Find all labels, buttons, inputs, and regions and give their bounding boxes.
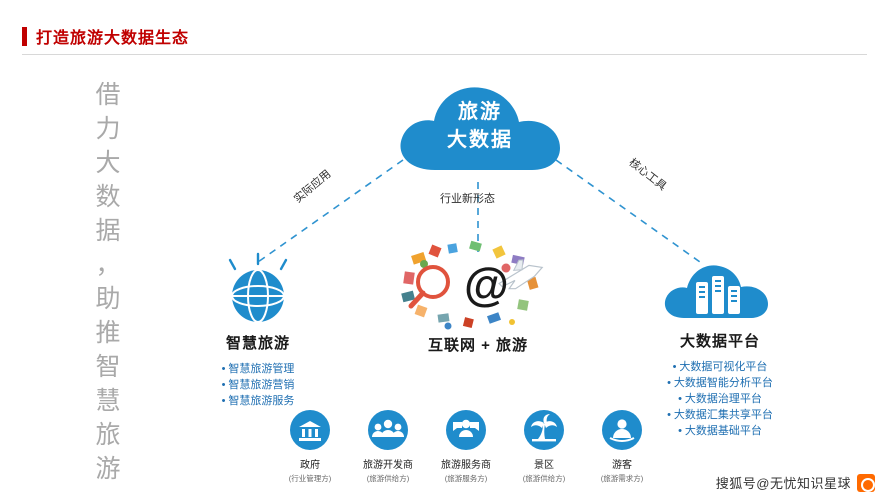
cloud-node: 旅游 大数据 bbox=[390, 72, 570, 180]
bullet-dot: • bbox=[678, 425, 682, 437]
node-title: 智慧旅游 bbox=[225, 335, 290, 352]
side-caption-char: 借 bbox=[95, 81, 121, 109]
watermark-text: 搜狐号@无忧知识星球 bbox=[715, 476, 851, 491]
cloud-label-line2: 大数据 bbox=[447, 129, 513, 151]
role-sub: (旅游供给方) bbox=[366, 474, 410, 483]
node-internet-plus-tourism: @ 互联网 + 旅游 bbox=[378, 238, 578, 355]
svg-text:@: @ bbox=[464, 258, 509, 310]
bullet-item: •大数据智能分析平台 bbox=[620, 375, 820, 391]
bullet-text: 智慧旅游管理 bbox=[228, 363, 295, 375]
bullet-dot: • bbox=[667, 377, 671, 389]
watermark: 搜狐号@无忧知识星球 bbox=[716, 473, 875, 492]
role-name: 游客 bbox=[612, 460, 632, 471]
cloud-label-line1: 旅游 bbox=[458, 101, 502, 123]
header-divider bbox=[22, 54, 867, 55]
role-name: 政府 bbox=[300, 460, 320, 471]
role-item-scenic-area: 景区 (旅游供给方) bbox=[504, 410, 584, 484]
page-title: 打造旅游大数据生态 bbox=[36, 30, 190, 47]
side-caption-char: 游 bbox=[95, 455, 121, 483]
role-sub: (旅游供给方) bbox=[522, 474, 566, 483]
side-caption-char: 据 bbox=[95, 217, 121, 245]
side-caption-char: 推 bbox=[95, 319, 121, 347]
bullet-text: 智慧旅游服务 bbox=[228, 395, 295, 407]
connector-label-left: 实际应用 bbox=[291, 168, 334, 206]
at-collage-icon: @ bbox=[378, 238, 578, 330]
side-caption-char: ， bbox=[95, 251, 121, 279]
role-sub: (旅游需求方) bbox=[600, 474, 644, 483]
bullet-item: •大数据基础平台 bbox=[620, 423, 820, 439]
node-title: 互联网 + 旅游 bbox=[427, 337, 529, 354]
side-caption-char: 大 bbox=[95, 149, 121, 177]
role-item-service-provider: 旅游服务商 (旅游服务方) bbox=[426, 410, 506, 484]
person-icon bbox=[602, 410, 642, 450]
node-bigdata-platform: 大数据平台 •大数据可视化平台 •大数据智能分析平台 •大数据治理平台 •大数据… bbox=[620, 248, 820, 439]
bullet-dot: • bbox=[667, 409, 671, 421]
service-icon bbox=[446, 410, 486, 450]
bullet-dot: • bbox=[221, 379, 226, 391]
role-name: 旅游服务商 bbox=[441, 460, 491, 471]
bullet-text: 智慧旅游营销 bbox=[228, 379, 295, 391]
bullet-item: •智慧旅游营销 bbox=[168, 377, 348, 393]
node-title: 大数据平台 bbox=[679, 333, 760, 350]
side-caption-char: 旅 bbox=[95, 421, 121, 449]
bullet-item: •大数据治理平台 bbox=[620, 391, 820, 407]
side-caption-char: 慧 bbox=[95, 387, 121, 415]
bullet-dot: • bbox=[678, 393, 682, 405]
side-caption-char: 数 bbox=[95, 183, 121, 211]
role-item-developer: 旅游开发商 (旅游供给方) bbox=[348, 410, 428, 484]
bullet-item: •智慧旅游管理 bbox=[168, 361, 348, 377]
role-name: 旅游开发商 bbox=[363, 460, 413, 471]
palm-icon bbox=[524, 410, 564, 450]
bullet-item: •智慧旅游服务 bbox=[168, 393, 348, 409]
role-item-tourist: 游客 (旅游需求方) bbox=[582, 410, 662, 484]
side-caption-char: 智 bbox=[95, 353, 121, 381]
bullet-text: 大数据可视化平台 bbox=[679, 361, 768, 373]
bullet-item: •大数据可视化平台 bbox=[620, 359, 820, 375]
side-caption-char: 助 bbox=[95, 285, 121, 313]
role-sub: (旅游服务方) bbox=[444, 474, 488, 483]
cloud-server-icon bbox=[620, 248, 820, 326]
bullet-dot: • bbox=[221, 395, 226, 407]
side-caption-char: 力 bbox=[95, 115, 121, 143]
group-icon bbox=[368, 410, 408, 450]
role-row: 政府 (行业管理方) 旅游开发商 (旅游供给方) bbox=[270, 410, 660, 495]
bullet-text: 大数据治理平台 bbox=[684, 393, 762, 405]
bullet-dot: • bbox=[672, 361, 677, 373]
node-bullets: •智慧旅游管理 •智慧旅游营销 •智慧旅游服务 bbox=[168, 361, 348, 409]
bullet-text: 大数据基础平台 bbox=[684, 425, 762, 437]
bullet-item: •大数据汇集共享平台 bbox=[620, 407, 820, 423]
node-smart-tourism: 智慧旅游 •智慧旅游管理 •智慧旅游营销 •智慧旅游服务 bbox=[168, 250, 348, 409]
connector-label-middle: 行业新形态 bbox=[440, 193, 495, 205]
globe-icon bbox=[168, 250, 348, 328]
node-bullets: •大数据可视化平台 •大数据智能分析平台 •大数据治理平台 •大数据汇集共享平台… bbox=[620, 359, 820, 439]
bullet-text: 大数据智能分析平台 bbox=[673, 377, 773, 389]
bullet-text: 大数据汇集共享平台 bbox=[673, 409, 773, 421]
role-item-government: 政府 (行业管理方) bbox=[270, 410, 350, 484]
sohu-logo-icon bbox=[857, 473, 875, 492]
side-caption: 借 力 大 数 据 ， 助 推 智 慧 旅 游 bbox=[88, 78, 128, 486]
bank-icon bbox=[290, 410, 330, 450]
cloud-label: 旅游 大数据 bbox=[390, 98, 570, 154]
connector-label-right: 核心工具 bbox=[626, 156, 669, 194]
role-sub: (行业管理方) bbox=[288, 474, 332, 483]
role-name: 景区 bbox=[534, 460, 554, 471]
bullet-dot: • bbox=[221, 363, 226, 375]
title-accent-bar bbox=[22, 27, 27, 46]
